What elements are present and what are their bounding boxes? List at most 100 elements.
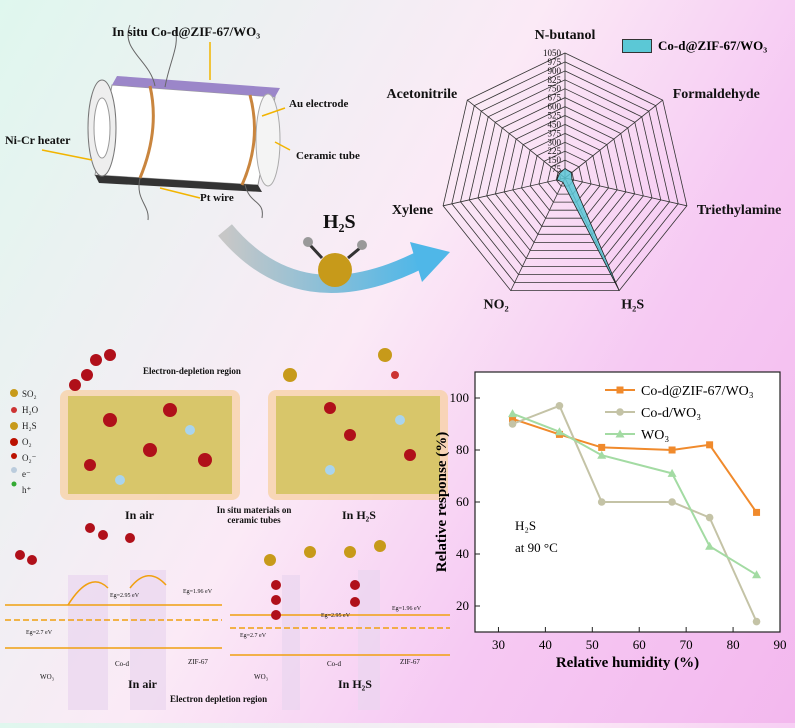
series-point-1 [555,402,564,410]
series-point-0 [706,441,714,449]
tube-label: Ceramic tube [296,150,360,162]
gas-label: H₂S [323,211,356,233]
band-left-eg2: Eg=2.95 eV [110,593,140,599]
annotation-temperature: at 90 °C [515,540,558,555]
radar-spoke [510,177,566,291]
legend-label-2: WO₃ [641,428,669,443]
series-point-0 [753,508,761,516]
x-tick-label: 70 [680,637,693,652]
radar-tick-label: 225 [548,146,562,156]
radar-tick-label: 1050 [543,48,562,58]
x-tick-label: 80 [727,637,740,652]
legend-o2-minus: O₂⁻ [22,453,37,463]
radar-spoke [564,177,687,207]
electrode-label: Au electrode [289,98,349,110]
species-legend [10,389,18,487]
legend-label-0: Co-d@ZIF-67/WO₃ [641,384,754,399]
series-point-2 [597,450,607,459]
x-tick-label: 40 [539,637,552,652]
band-left-m1: WO₃ [40,673,55,681]
series-point-0 [598,443,606,451]
legend-h2o: H₂O [22,405,39,415]
legend-labels: SO₂ H₂O H₂S O₂ O₂⁻ e⁻ h⁺ [22,386,38,498]
series-point-2 [667,468,677,477]
radar-tick-label: 675 [548,93,562,103]
series-point-2 [508,409,518,418]
radar-grid-ring [477,88,653,259]
radar-legend-swatch [622,39,652,53]
band-left-m2: Co-d [115,660,129,668]
y-tick-label: 100 [450,390,470,405]
radar-tick-label: 900 [548,66,562,76]
in-h2s-label: In H₂S [342,508,376,522]
sensor-title: In situ Co-d@ZIF-67/WO₃ [112,24,261,39]
radar-tick-label: 975 [548,57,562,67]
radar-grid-ring [521,132,609,219]
series-line-1 [512,404,758,623]
radar-tick-label: 825 [548,75,562,85]
radar-grid-ring [529,141,601,211]
radar-tick-label: 75 [552,164,562,174]
y-tick-label: 20 [456,598,469,613]
radar-tick-label: 750 [548,84,562,94]
radar-tick-label: 375 [548,128,562,138]
radar-tick-label: 450 [548,119,562,129]
radar-spoke [467,99,566,179]
band-right-m3: ZIF-67 [400,658,420,666]
radar-tick-label: 525 [548,111,562,121]
radar-grid-ring [538,150,592,203]
band-right-eg1: Eg=2.7 eV [240,633,267,639]
radar-chart: 0751502253003754505256006757508259009751… [360,20,795,330]
series-point-2 [705,541,715,550]
radar-svg: 0751502253003754505256006757508259009751… [387,28,782,313]
radar-grid-ring [547,159,583,195]
center-caption: In situ materials on ceramic tubes [216,505,292,525]
series-point-0 [668,446,676,454]
radar-grid-ring [503,115,627,235]
legend-h2s: H₂S [22,421,37,431]
curved-arrow [218,224,450,293]
radar-tick-label: 300 [548,137,562,147]
series-point-1 [752,617,761,626]
sensor-tube-drawing [41,24,291,221]
radar-axis-label: NO₂ [484,298,509,313]
band-right-eg2: Eg=2.95 eV [321,613,351,619]
radar-legend-label: Co-d@ZIF-67/WO₃ [658,38,768,53]
series-point-1 [597,498,606,506]
band-left [5,570,222,710]
mechanism-drawing [5,348,450,710]
y-tick-label: 40 [456,546,469,561]
radar-legend: Co-d@ZIF-67/WO₃ [622,38,767,54]
band-left-caption: In air [128,677,158,691]
x-tick-label: 90 [774,637,787,652]
band-right-m1: WO₃ [254,673,269,681]
radar-axis-label: Formaldehyde [673,87,760,102]
gas-arrow: H₂S [210,200,470,330]
radar-grid-ring [460,70,670,275]
radar-axis-label: Acetonitrile [387,87,458,102]
band-right-eg3: Eg=1.96 eV [392,606,422,612]
radar-grid-ring [494,106,636,243]
legend-hole: h⁺ [22,485,32,495]
band-right-caption: In H₂S [338,677,372,691]
y-axis-label: Relative response (%) [434,432,450,573]
band-right-m2: Co-d [327,660,341,668]
x-tick-label: 60 [633,637,646,652]
radar-tick-label: 600 [548,102,562,112]
radar-grid-ring [512,123,618,227]
series-line-2 [512,412,758,576]
x-tick-label: 50 [586,637,599,652]
band-left-eg1: Eg=2.7 eV [26,630,53,636]
heater-label: Ni-Cr heater [5,133,71,147]
series-point-1 [705,513,714,522]
series-line-0 [512,417,758,513]
series-point-0 [509,415,517,423]
mechanism-diagram: SO₂ H₂O H₂S O₂ O₂⁻ e⁻ h⁺ Electron-deplet… [0,330,450,723]
legend-label-1: Co-d/WO₃ [641,406,701,421]
legend-o2: O₂ [22,437,32,447]
x-axis-label: Relative humidity (%) [556,655,699,671]
radar-series-area [556,167,620,291]
series-point-1 [508,420,517,428]
legend-so2: SO₂ [22,389,37,399]
